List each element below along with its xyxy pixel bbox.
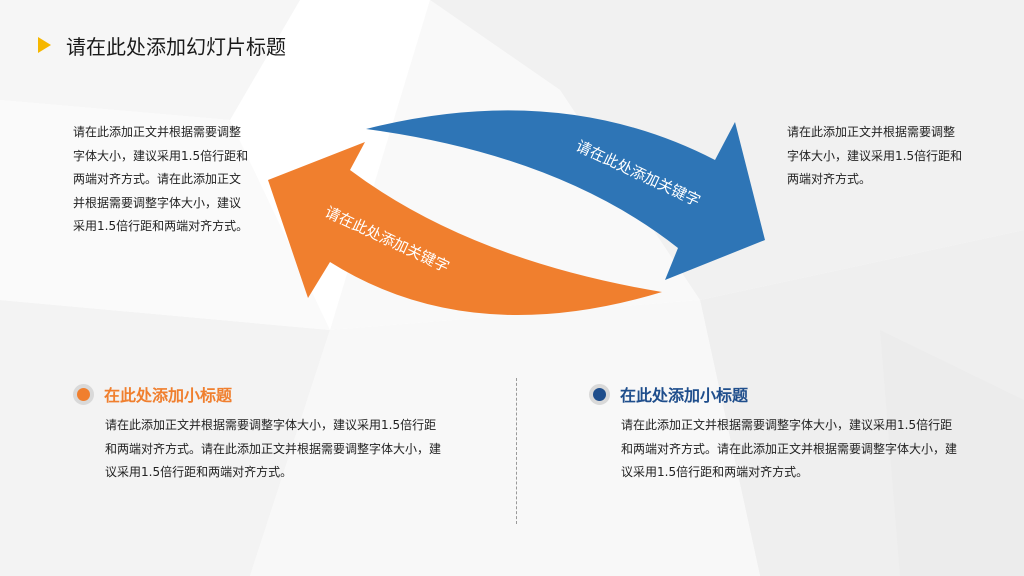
section-left-title[interactable]: 在此处添加小标题 bbox=[104, 386, 233, 405]
orange-dot-icon bbox=[73, 383, 94, 405]
dashed-divider bbox=[516, 378, 517, 524]
left-body-text[interactable]: 请在此添加正文并根据需要调整字体大小，建议采用1.5倍行距和两端对齐方式。请在此… bbox=[73, 125, 249, 233]
orange-arrow[interactable] bbox=[268, 142, 662, 316]
right-body-text[interactable]: 请在此添加正文并根据需要调整字体大小，建议采用1.5倍行距和两端对齐方式。 bbox=[787, 125, 963, 186]
section-right-body[interactable]: 请在此添加正文并根据需要调整字体大小，建议采用1.5倍行距和两端对齐方式。请在此… bbox=[621, 418, 958, 479]
section-left-body[interactable]: 请在此添加正文并根据需要调整字体大小，建议采用1.5倍行距和两端对齐方式。请在此… bbox=[105, 418, 442, 479]
slide-title[interactable]: 请在此处添加幻灯片标题 bbox=[66, 34, 286, 59]
section-left-heading: 在此处添加小标题 bbox=[73, 382, 232, 406]
section-right-heading: 在此处添加小标题 bbox=[589, 382, 748, 406]
title-marker-triangle-icon bbox=[38, 37, 51, 53]
slide-title-row: 请在此处添加幻灯片标题 bbox=[38, 31, 286, 59]
blue-dot-icon bbox=[589, 383, 610, 405]
section-right-title[interactable]: 在此处添加小标题 bbox=[620, 386, 749, 405]
blue-arrow[interactable] bbox=[366, 110, 765, 280]
